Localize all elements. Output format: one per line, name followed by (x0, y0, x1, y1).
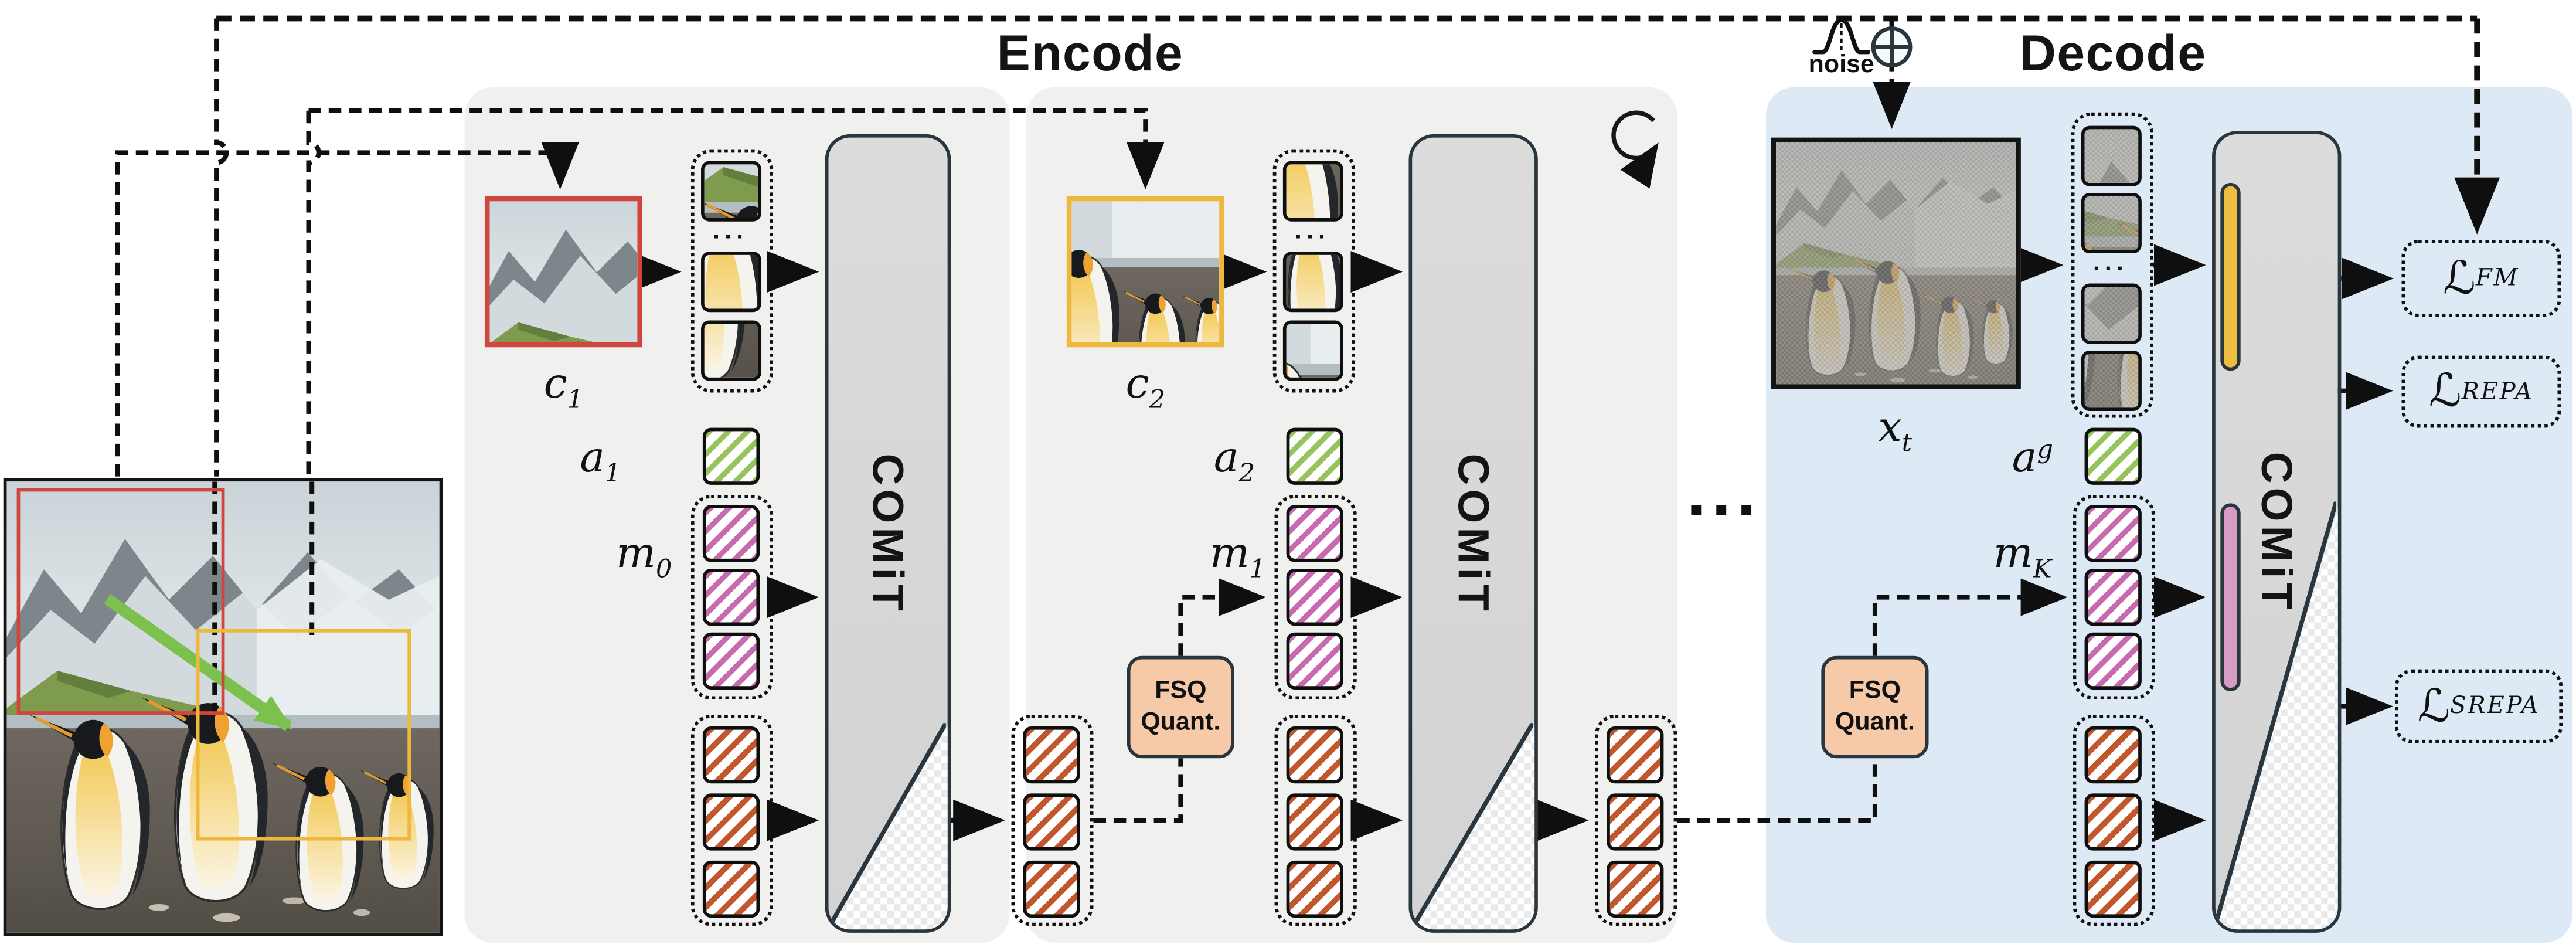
oplus-icon (1871, 26, 1913, 68)
tokens-to-fsq1-line (1093, 758, 1183, 823)
memory-token (1285, 505, 1343, 562)
gaussian-noise-icon (1812, 18, 1871, 55)
repa-feature-bar (2220, 182, 2241, 371)
comit-block-1: COMiT (825, 134, 951, 933)
crop1-drop-line (115, 142, 579, 477)
quantized-token (1605, 726, 1663, 784)
noisy-image-patch (2080, 193, 2141, 254)
quantized-token (1605, 793, 1663, 851)
fsq1-to-m1-line (1178, 578, 1267, 656)
quantized-tokens-input-1 (690, 714, 774, 926)
label-c1: c1 (543, 359, 584, 415)
label-c2: c2 (1125, 359, 1165, 415)
action-token-ag (2084, 427, 2142, 485)
quantized-token (1022, 726, 1080, 784)
quantized-tokens-input-decode (2073, 714, 2155, 926)
tokens-to-fsq2-line (1677, 758, 1877, 823)
noisy-image-patch (2080, 125, 2141, 186)
fsq2-to-mk-line (1872, 578, 2068, 656)
quantized-token (2084, 726, 2141, 784)
quantized-tokens-output-1 (1011, 714, 1094, 926)
quantized-token (1285, 726, 1343, 784)
label-mK: mK (1993, 528, 2052, 584)
label-m1: m1 (1210, 528, 1266, 584)
comit-label-2: COMiT (1449, 453, 1500, 614)
memory-token (702, 505, 759, 562)
image-patch (700, 252, 761, 313)
quantized-tokens-input-2 (1274, 714, 1357, 926)
source-image (3, 478, 443, 936)
quantized-token (702, 860, 759, 918)
memory-token (2084, 505, 2141, 562)
recurrence-ellipsis: ··· (1686, 470, 1762, 549)
memory-token (1285, 632, 1343, 690)
encode-title: Encode (996, 26, 1184, 83)
patch-ellipsis: ··· (1294, 223, 1330, 252)
image-to-global-line (214, 18, 229, 477)
noisy-image-patch (2080, 351, 2141, 412)
noisy-image-xt (1771, 137, 2021, 389)
cycle-icon (1611, 110, 1659, 189)
patch-column-2: ··· (1272, 149, 1355, 393)
patch-ellipsis: ··· (713, 223, 748, 252)
quantized-token (2084, 793, 2141, 851)
patch-column-decode: ··· (2071, 112, 2153, 418)
memory-token (702, 632, 759, 690)
patch-ellipsis: ··· (2092, 254, 2128, 284)
image-patch (1282, 252, 1343, 313)
image-patch (700, 161, 761, 222)
quantized-token (702, 726, 759, 784)
patch-column-1: ··· (690, 149, 774, 393)
comit-block-2: COMiT (1408, 134, 1538, 933)
memory-token (2084, 632, 2141, 690)
image-to-crop2-line (306, 110, 321, 477)
label-a2: a2 (1213, 433, 1255, 488)
label-a1: a1 (580, 433, 621, 488)
crop2-image (1066, 196, 1224, 348)
noise-label: noise (1808, 50, 1874, 79)
quantized-token (1605, 860, 1663, 918)
solid-flow-arrows (629, 244, 2394, 841)
quantized-token (1022, 860, 1080, 918)
image-patch (1282, 320, 1343, 381)
crop2-drop-line (308, 108, 1165, 190)
label-ag: ag (2012, 433, 2053, 482)
action-token-a1 (702, 427, 760, 485)
action-token-a2 (1286, 427, 1343, 485)
crop2-bbox (196, 629, 411, 841)
comit-label-1: COMiT (863, 453, 914, 614)
dashed-routing-lines (115, 15, 2500, 823)
memory-tokens-m0 (690, 495, 774, 700)
memory-tokens-mK (2073, 495, 2155, 700)
image-patch (1282, 161, 1343, 222)
quantized-token (1285, 860, 1343, 918)
memory-token (2084, 568, 2141, 626)
crop1-bbox (16, 488, 225, 715)
srepa-feature-bar (2220, 503, 2241, 691)
label-m0: m0 (616, 528, 672, 584)
image-patch (700, 320, 761, 381)
label-xt: xt (1878, 402, 1913, 458)
crop1-image (484, 196, 642, 348)
quantized-token (2084, 860, 2141, 918)
memory-token (702, 568, 759, 626)
memory-token (1285, 568, 1343, 626)
decode-title: Decode (2019, 26, 2207, 83)
quantized-token (702, 793, 759, 851)
quantized-token (1285, 793, 1343, 851)
quantized-token (1022, 793, 1080, 851)
quantized-tokens-output-2 (1595, 714, 1677, 926)
memory-tokens-m1 (1274, 495, 1357, 700)
noisy-image-patch (2080, 283, 2141, 344)
